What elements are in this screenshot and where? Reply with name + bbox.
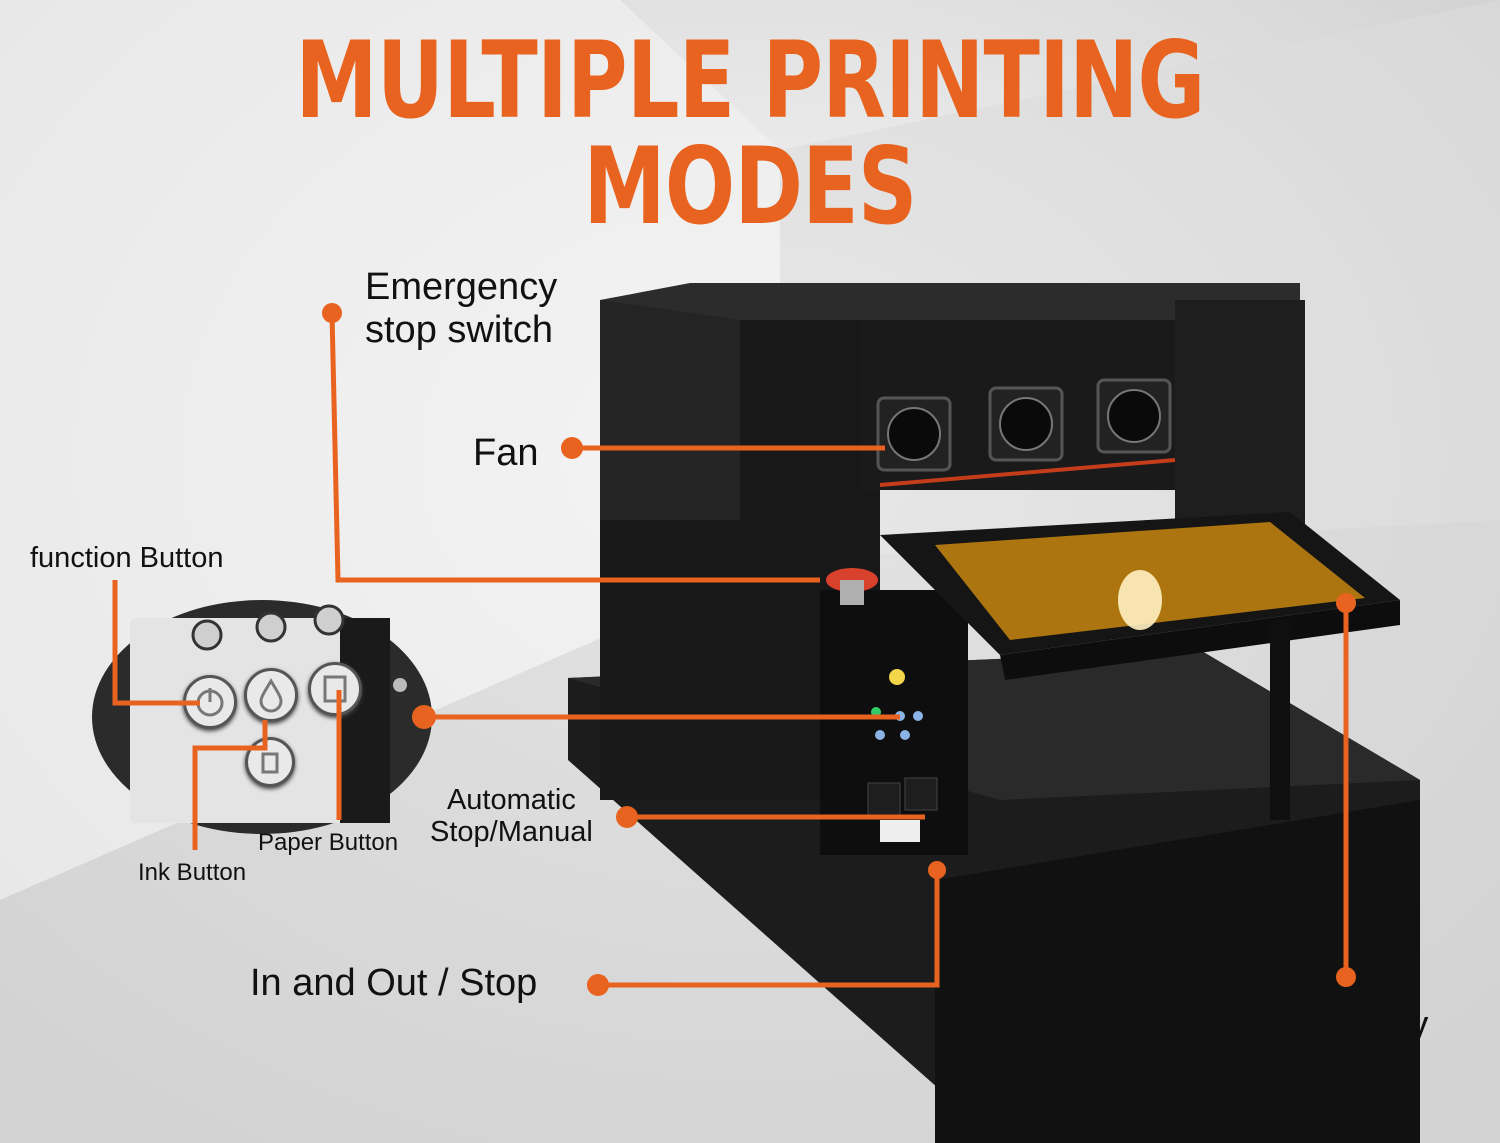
label-fan: Fan: [473, 432, 539, 474]
label-automatic-stop-manual: Automatic Stop/Manual: [430, 784, 593, 849]
trash-icon: [261, 752, 279, 774]
function-button[interactable]: [183, 675, 237, 729]
label-function-button: function Button: [30, 542, 224, 574]
label-in-and-out-stop: In and Out / Stop: [250, 962, 538, 1004]
ink-drop-icon: [259, 678, 283, 713]
page-title: MULTIPLE PRINTING MODES: [295, 19, 1205, 248]
label-printer-tray: Printer Tray: [1232, 1004, 1429, 1046]
power-icon: [196, 688, 224, 717]
label-ink-button: Ink Button: [138, 859, 247, 886]
paper-button[interactable]: [308, 662, 362, 716]
label-paper-button: Paper Button: [258, 829, 399, 856]
ink-button[interactable]: [244, 668, 298, 722]
paper-icon: [323, 675, 347, 703]
lower-button[interactable]: [245, 737, 295, 787]
label-emergency-stop: Emergency stop switch: [365, 266, 558, 351]
